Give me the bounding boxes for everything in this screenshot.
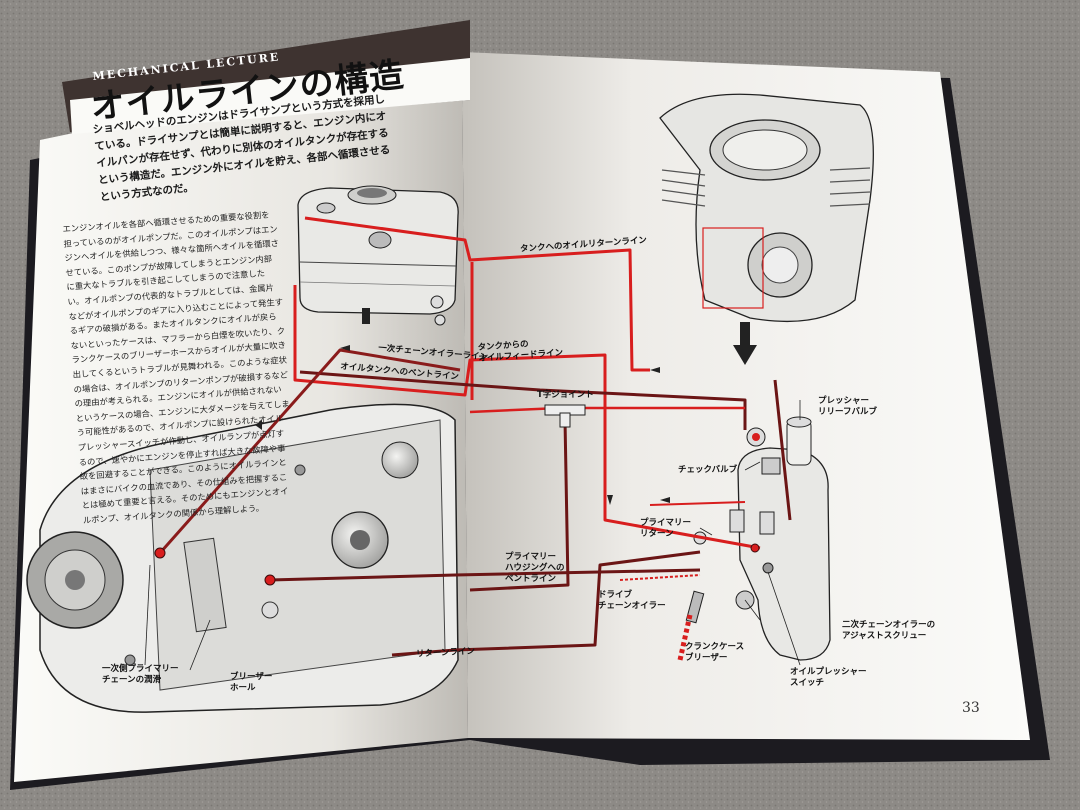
label-primary-return: プライマリー リターン	[640, 518, 692, 539]
tank-return-line	[304, 216, 650, 372]
oil-tank-illustration	[297, 185, 459, 326]
tank-vent-line	[299, 370, 747, 430]
page-number: 33	[962, 700, 980, 716]
feed-line	[293, 285, 761, 550]
breather-line	[269, 568, 701, 582]
label-oil-pressure-switch: オイルプレッシャー スイッチ	[790, 667, 867, 688]
label-primary-chain-lube: 一次側プライマリー チェーンの潤滑	[102, 664, 179, 685]
leader-lines	[144, 400, 801, 671]
primary-chain-line	[158, 348, 461, 554]
label-pressure-relief: プレッシャー リリーフバルブ	[818, 396, 877, 417]
label-primary-housing-vent: プライマリー ハウジングへの ベントライン	[505, 552, 565, 584]
engine-illustration	[659, 93, 874, 365]
oil-lines	[158, 216, 792, 661]
right-page	[462, 52, 1030, 740]
line-endpoints	[154, 543, 760, 586]
header-white-strip	[70, 58, 470, 134]
label-t-joint: T字ジョイント	[537, 390, 594, 400]
primary-housing-illustration	[26, 403, 459, 713]
label-secondary-adjust: 二次チェーンオイラーの アジャストスクリュー	[842, 620, 936, 641]
label-drive-chain-oiler: ドライブ チェーンオイラー	[598, 590, 666, 611]
label-breather-hole: ブリーザー ホール	[230, 672, 273, 693]
body-paragraph: エンジンオイルを各部へ循環させるための重要な役割を担っているのがオイルポンプだ。…	[62, 209, 291, 526]
label-crankcase-breather: クランクケース ブリーザー	[685, 642, 745, 663]
oil-pump-illustration	[685, 416, 831, 661]
return-line	[391, 550, 701, 657]
flow-arrows	[255, 345, 670, 505]
label-check-valve: チェックバルブ	[678, 465, 738, 475]
